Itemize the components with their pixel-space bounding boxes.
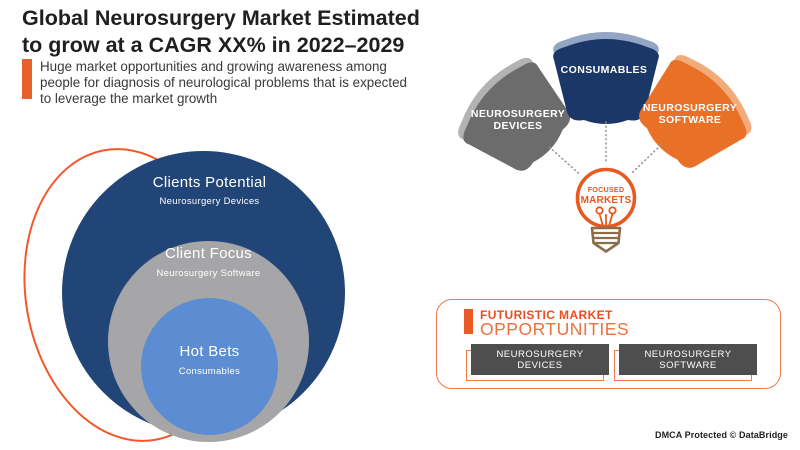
sublabel-neurosurgery-devices: Neurosurgery Devices	[159, 196, 260, 207]
label-client-focus: Client Focus	[165, 245, 252, 262]
focused-markets-diagram: NEUROSURGERY DEVICES CONSUMABLES NEUROSU…	[447, 32, 763, 253]
sublabel-consumables: Consumables	[178, 366, 241, 377]
opportunities-heading-bottom: OPPORTUNITIES	[480, 319, 630, 339]
bulb-base	[590, 226, 622, 253]
subtitle-text: Huge market opportunities and growing aw…	[40, 59, 407, 106]
petal-label-devices-line1: NEUROSURGERY	[471, 108, 565, 120]
petal-consumables	[553, 32, 659, 162]
bulb-label-line2: MARKETS	[581, 195, 632, 206]
circle-hot-bets	[141, 298, 278, 435]
subtitle-block: Huge market opportunities and growing aw…	[22, 59, 407, 106]
label-hot-bets: Hot Bets	[179, 343, 240, 360]
neurosurgery-devices-button[interactable]: NEUROSURGERY DEVICES	[471, 344, 609, 375]
petal-label-consumables: CONSUMABLES	[561, 64, 648, 76]
neurosurgery-software-button[interactable]: NEUROSURGERY SOFTWARE	[619, 344, 757, 375]
dmca-watermark: DMCA Protected © DataBridge	[654, 430, 788, 440]
sublabel-neurosurgery-software: Neurosurgery Software	[156, 268, 261, 279]
bulb-filament	[595, 206, 617, 227]
label-clients-potential: Clients Potential	[152, 174, 267, 191]
petal-label-devices-line2: DEVICES	[494, 120, 543, 132]
bulb-label-line1: FOCUSED	[588, 185, 625, 194]
petal-label-software-line1: NEUROSURGERY	[643, 102, 737, 114]
orange-accent-bar-small	[464, 309, 473, 334]
petal-label-software-line2: SOFTWARE	[659, 114, 722, 126]
lightbulb-icon: FOCUSED MARKETS	[575, 167, 637, 253]
orange-accent-bar	[22, 59, 32, 99]
dashed-connector-left	[548, 146, 580, 174]
dashed-connector-right	[631, 144, 662, 174]
opportunities-heading-top: FUTURISTIC MARKET	[480, 308, 613, 322]
page-title: Global Neurosurgery Market Estimated to …	[22, 6, 420, 57]
opportunities-panel: FUTURISTIC MARKET OPPORTUNITIES NEUROSUR…	[436, 299, 781, 389]
